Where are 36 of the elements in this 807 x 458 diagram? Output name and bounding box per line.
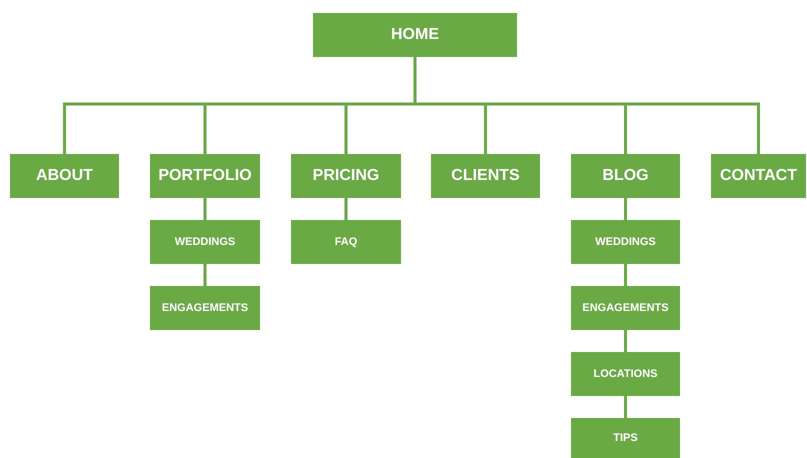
sub-page-box (571, 352, 680, 396)
page-label: CONTACT (720, 166, 798, 186)
connector-line (624, 198, 627, 220)
page-label: PRICING (312, 166, 380, 186)
page-label: WEDDINGS (595, 234, 656, 250)
sub-page-box (571, 418, 680, 458)
page-box (313, 13, 517, 57)
page-label: ABOUT (36, 166, 93, 186)
sub-page-box (150, 220, 260, 264)
connector-line (344, 198, 348, 220)
page-box (431, 154, 540, 198)
page-box (711, 154, 806, 198)
page-label: ENGAGEMENTS (582, 300, 669, 316)
connector-line (204, 198, 206, 220)
page-label: FAQ (334, 234, 358, 250)
page-label: BLOG (602, 166, 649, 186)
connector-line (624, 330, 627, 352)
page-label: WEDDINGS (174, 234, 236, 250)
connector-line (204, 264, 206, 286)
page-label: PORTFOLIO (158, 166, 252, 186)
page-label: TIPS (613, 430, 638, 446)
page-box (571, 154, 680, 198)
sub-page-box (291, 220, 401, 264)
connector-line (624, 264, 627, 286)
page-box (10, 154, 119, 198)
connector-line (414, 57, 760, 154)
page-label: CLIENTS (451, 166, 520, 186)
page-box (150, 154, 260, 198)
connector-line (624, 396, 627, 418)
page-label: LOCATIONS (594, 366, 658, 382)
sub-page-box (150, 286, 260, 330)
sub-page-box (571, 220, 680, 264)
page-label: HOME (391, 25, 439, 45)
sub-page-box (571, 286, 680, 330)
page-box (291, 154, 401, 198)
page-label: ENGAGEMENTS (162, 300, 248, 316)
